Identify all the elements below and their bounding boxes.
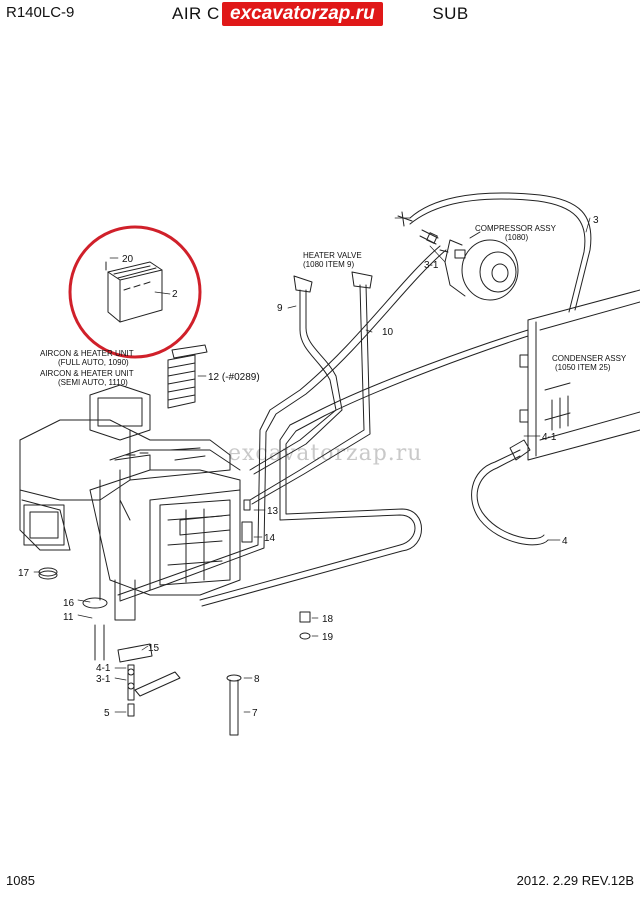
part-num-8: 8 [254,674,260,685]
callout-compressor-1: COMPRESSOR ASSY [475,224,557,233]
part-num-12: 12 (-#0289) [208,372,260,383]
part-2-module [105,261,163,323]
hose-3 [397,192,592,313]
part-num-10: 10 [382,327,394,338]
callout-heater-1: HEATER VALVE [303,251,362,260]
callout-condenser-1: CONDENSER ASSY [552,354,627,363]
part-num-19: 19 [322,632,334,643]
watermark-banner: excavatorzap.ru [222,2,383,26]
heater-hoses [249,271,373,505]
revision-date: 2012. 2.29 REV.12B [516,873,634,888]
part-num-4-1-left: 4-1 [96,663,111,674]
callout-aircon-semi-2: (SEMI AUTO, 1110) [58,378,128,387]
title-suffix: SUB [432,4,469,23]
aircon-heater-unit [19,384,241,621]
part-num-3: 3 [593,215,599,226]
highlight-circle [68,225,202,359]
part-num-3-1-top: 3-1 [424,260,439,271]
part-num-18: 18 [322,614,334,625]
part-num-4: 4 [562,536,568,547]
title-prefix: AIR C [172,4,220,23]
callout-aircon-semi-1: AIRCON & HEATER UNIT [40,369,134,378]
page-number: 1085 [6,873,35,888]
callout-condenser-2: (1050 ITEM 25) [555,363,611,372]
part-num-17: 17 [18,568,30,579]
part-num-14: 14 [264,533,276,544]
watermark-center: excavatorzap.ru [228,441,422,466]
callout-heater-2: (1080 ITEM 9) [303,260,354,269]
model-label: R140LC-9 [6,4,75,21]
part-num-13: 13 [267,506,279,517]
callout-aircon-full-1: AIRCON & HEATER UNIT [40,349,134,358]
lower-fittings [38,499,311,717]
part-num-5: 5 [104,708,110,719]
part-num-15: 15 [148,643,160,654]
fitting-3-1-top [419,229,439,245]
pipe-7 [226,674,242,736]
part-num-2: 2 [172,289,178,300]
part-num-9: 9 [277,303,283,314]
part-num-3-1-left: 3-1 [96,674,111,685]
leader-lines [33,217,591,713]
part-num-7: 7 [252,708,258,719]
compressor-assy [439,231,519,301]
part-num-4-1-right: 4-1 [542,432,557,443]
part-num-20: 20 [122,254,134,265]
hose-4 [471,439,549,546]
part-12-filter [167,344,208,409]
page-title: AIR C SUB [172,4,469,24]
part-num-16: 16 [63,598,75,609]
condenser-assy [519,289,640,461]
callout-aircon-full-2: (FULL AUTO, 1090) [58,358,129,367]
refrigerant-pipes [117,245,529,607]
part-num-11: 11 [63,612,74,623]
callout-compressor-2: (1080) [505,233,528,242]
